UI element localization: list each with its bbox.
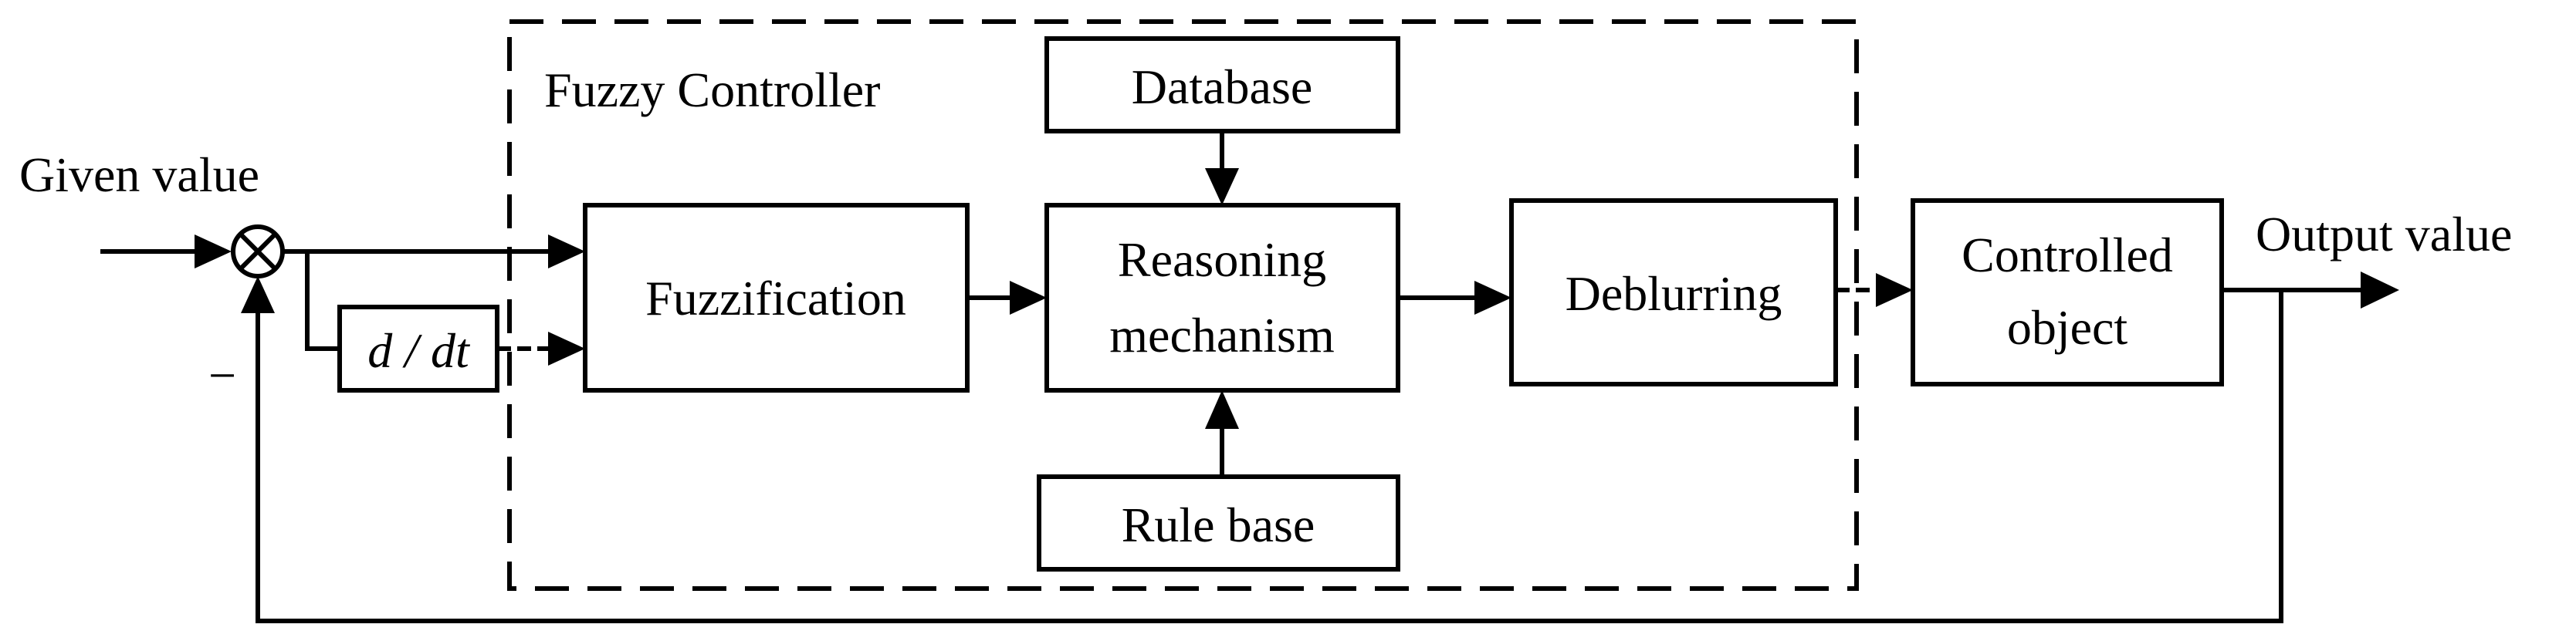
derivative-output-arrowhead — [548, 332, 585, 366]
deblurring-block — [1509, 198, 1838, 386]
controlled-object-block — [1911, 198, 2224, 386]
feedback-minus-sign: − — [208, 348, 236, 403]
reasoning-mechanism-block — [1044, 203, 1400, 393]
controlled-object-label-line1: Controlled — [1962, 228, 2173, 282]
reasoning-label-line2: mechanism — [1109, 308, 1334, 363]
derivative-branch-line — [305, 251, 340, 351]
reasoning-label-line1: Reasoning — [1118, 232, 1326, 287]
fuzzy-controller-boundary — [507, 19, 1859, 591]
fuzzy-controller-label: Fuzzy Controller — [544, 62, 880, 117]
fuzzification-label: Fuzzification — [645, 271, 906, 326]
fuzzification-block — [583, 203, 970, 393]
derivative-block — [337, 305, 499, 393]
derivative-label: d / dt — [367, 323, 471, 378]
deblurring-to-object-arrowhead — [1876, 273, 1913, 307]
input-arrowhead — [195, 234, 232, 268]
error-arrowhead — [548, 234, 585, 268]
database-label: Database — [1132, 59, 1313, 114]
controlled-object-label-line2: object — [2007, 300, 2128, 355]
rule-base-to-reasoning-arrowhead — [1205, 390, 1239, 429]
fuzzification-to-reasoning-arrowhead — [1010, 281, 1047, 315]
deblurring-label: Deblurring — [1566, 266, 1782, 321]
rule-base-block — [1037, 474, 1400, 572]
feedback-arrowhead — [241, 276, 275, 313]
feedback-line — [256, 290, 2283, 623]
rule-base-label: Rule base — [1122, 498, 1315, 552]
reasoning-to-deblurring-arrowhead — [1474, 281, 1511, 315]
database-to-reasoning-arrowhead — [1205, 168, 1239, 205]
output-value-label: Output value — [2256, 207, 2512, 261]
summing-junction — [231, 224, 285, 278]
output-arrowhead — [2361, 272, 2399, 309]
given-value-label: Given value — [19, 147, 259, 202]
